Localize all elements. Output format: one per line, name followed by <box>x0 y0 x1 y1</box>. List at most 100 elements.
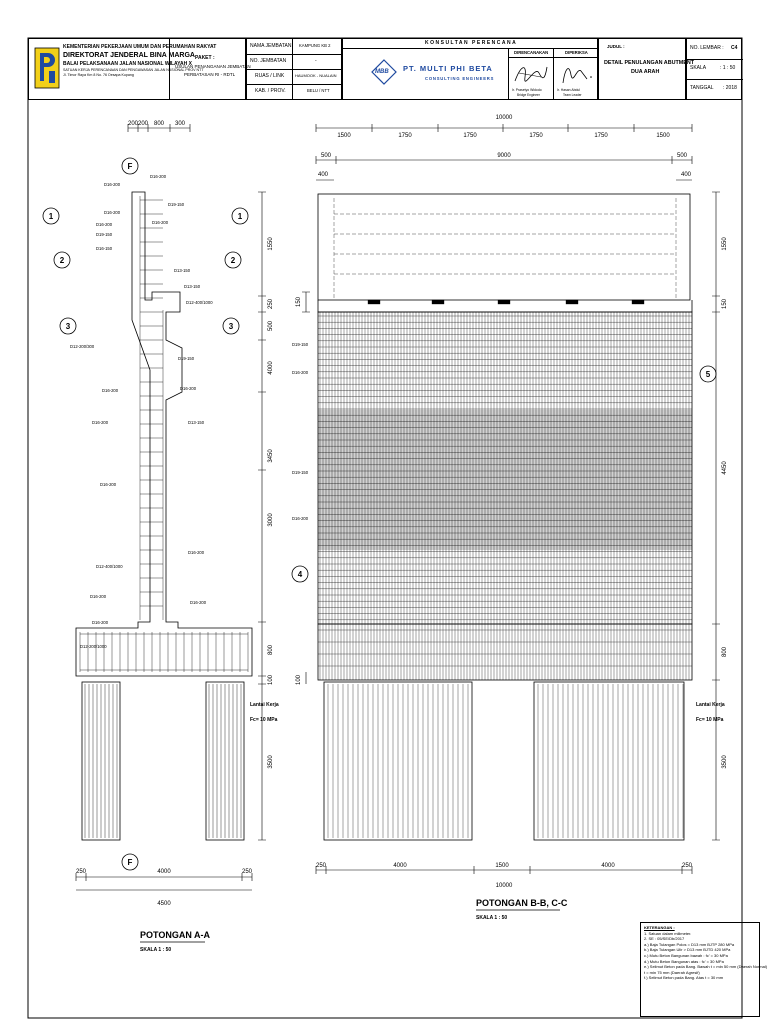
svg-text:200: 200 <box>138 121 149 127</box>
svg-text:10000: 10000 <box>496 883 513 889</box>
bar-callout: D16-200 <box>92 620 109 625</box>
left-dimension-texts: 200 200 800 300 250 4000 250 4500 <box>76 121 253 907</box>
marker-3-right: 3 <box>229 322 234 331</box>
svg-text:9000: 9000 <box>497 153 511 159</box>
note-line: a.) Baja Tulangan Polos = D13 mm BJTP 28… <box>644 941 735 947</box>
company-name: PT. MULTI PHI BETA <box>403 64 493 73</box>
signer2-role: Team Leader <box>563 93 582 97</box>
bar-callout: D16-200 <box>104 210 121 215</box>
consultant-title: KONSULTAN PERENCANA <box>425 40 518 46</box>
svg-text:1550: 1550 <box>268 237 274 251</box>
bar-callout: D12-200/300 <box>70 344 95 349</box>
bar-callout: D19-150 <box>178 356 195 361</box>
bar-callout: D16-200 <box>102 388 119 393</box>
skala-value: : 1 : 50 <box>720 65 736 71</box>
bar-callout: D12-400/1000 <box>186 300 213 305</box>
marker-1-left: 1 <box>49 212 54 221</box>
note-line: f.) Selimut Beton pada Bang. Atas t = 30… <box>644 975 724 981</box>
left-bar-callouts: D16-200D16-200D16-200D19-150D16-150D12-2… <box>70 174 213 649</box>
right-dimension-texts: 10000 1500 1750 1750 1750 1750 1500 500 … <box>316 115 693 889</box>
bar-callout: D16-150 <box>96 246 113 251</box>
svg-text:250: 250 <box>268 298 274 309</box>
section-markers <box>42 157 717 871</box>
svg-text:4000: 4000 <box>157 869 171 875</box>
title-block-ministry: KEMENTERIAN PEKERJAAN UMUM DAN PERUMAHAN… <box>28 38 251 100</box>
svg-text:200: 200 <box>128 121 139 127</box>
svg-text:4000: 4000 <box>268 361 274 375</box>
svg-text:800: 800 <box>268 644 274 655</box>
dimension-lines <box>75 124 720 891</box>
svg-text:250: 250 <box>76 869 87 875</box>
bar-callout: D16-200 <box>180 386 197 391</box>
svg-text:1750: 1750 <box>529 133 543 139</box>
skala-label: SKALA <box>690 65 707 71</box>
svg-text:1750: 1750 <box>594 133 608 139</box>
svg-text:500: 500 <box>321 153 332 159</box>
signer2-name: Ir. Hasan Abdul <box>557 88 580 92</box>
section-marker-labels: 1 1 2 2 3 3 F F 5 4 <box>49 162 711 867</box>
bar-callout: D16-200 <box>188 550 205 555</box>
bar-callout: D16-200 <box>292 370 309 375</box>
bar-callout: D19-150 <box>292 342 309 347</box>
lantai-kerja-left-line2: Fc= 10 MPa <box>250 717 278 723</box>
svg-text:500: 500 <box>677 153 688 159</box>
bar-callout: D16-200 <box>100 482 117 487</box>
lantai-kerja-labels: Lantai Kerja Fc= 10 MPa Lantai Kerja Fc=… <box>250 702 725 723</box>
svg-text:250: 250 <box>242 869 253 875</box>
ministry-line4: SATUAN KERJA PERENCANAAN DAN PENGAWASAN … <box>63 68 204 72</box>
no-jembatan-value: - <box>315 58 317 64</box>
bar-callout: D16-200 <box>190 600 207 605</box>
svg-text:1550: 1550 <box>722 237 728 251</box>
paket-line1: USULAN PENANGANAN JEMBATAN <box>175 64 251 69</box>
svg-text:4000: 4000 <box>601 863 615 869</box>
no-lembar-value: C4 <box>731 45 738 51</box>
judul-label: JUDUL : <box>607 44 625 49</box>
bar-callout: D12-400/1000 <box>96 564 123 569</box>
signer1-role: Bridge Engineer <box>517 93 540 97</box>
bar-callout: D16-200 <box>150 174 167 179</box>
svg-text:3500: 3500 <box>268 755 274 769</box>
bar-callout: D12-200/1000 <box>80 644 107 649</box>
svg-text:3450: 3450 <box>268 449 274 463</box>
note-line: e.) Selimut Beton pada Bang. Bawah t = m… <box>644 964 768 970</box>
direncanakan-label: DIRENCANAKAN <box>514 50 549 55</box>
note-line: 2. SE : 05/SE/Db/2017 <box>644 936 685 942</box>
ruas-link-value: HAUMOOK - NUALAIN <box>295 73 337 78</box>
svg-text:400: 400 <box>318 172 329 178</box>
svg-text:10000: 10000 <box>496 115 513 121</box>
svg-text:3000: 3000 <box>268 513 274 527</box>
svg-text:1500: 1500 <box>495 863 509 869</box>
bar-callout: D16-200 <box>90 594 107 599</box>
marker-2-left: 2 <box>60 256 65 265</box>
svg-text:300: 300 <box>175 121 186 127</box>
svg-text:150: 150 <box>296 296 302 307</box>
no-lembar-label: NO. LEMBAR : <box>690 45 724 51</box>
ministry-line5: Jl. Timor Raya Km 8 No. 76 Oesapa Kupang <box>63 73 134 77</box>
bar-callout: D13-150 <box>188 420 205 425</box>
tanggal-label: TANGGAL <box>690 85 714 91</box>
svg-text:1500: 1500 <box>337 133 351 139</box>
svg-text:250: 250 <box>316 863 327 869</box>
svg-text:1500: 1500 <box>656 133 670 139</box>
marker-3-left: 3 <box>66 322 71 331</box>
nama-jembatan-value: KAMPUNG KB 2 <box>299 43 331 48</box>
marker-f-top: F <box>128 162 133 171</box>
signature-1 <box>514 66 548 82</box>
company-sub: CONSULTING ENGINEERS <box>425 76 495 81</box>
note-line: c.) Mutu Beton Bangunan bawah : fc' = 30… <box>644 952 728 958</box>
bar-callout: D16-200 <box>152 220 169 225</box>
kab-prov-value: BELU / NTT <box>307 88 330 93</box>
ministry-line3: BALAI PELAKSANAAN JALAN NASIONAL WILAYAH… <box>63 61 192 67</box>
note-line: 1. Satuan dalam milimeter. <box>644 930 692 936</box>
bar-callout: D16-200 <box>96 222 113 227</box>
svg-text:4500: 4500 <box>157 901 171 907</box>
signature-2 <box>562 68 592 84</box>
note-line: b.) Baja Tulangan Ulir > D13 mm BJTD 420… <box>644 947 731 953</box>
company-logo-text: MBB <box>375 69 389 75</box>
lantai-kerja-right-line1: Lantai Kerja <box>696 702 725 708</box>
svg-text:150: 150 <box>722 298 728 309</box>
notes-box: KETERANGAN : 1. Satuan dalam milimeter. … <box>640 922 768 1017</box>
bar-callout: D19-150 <box>96 232 113 237</box>
